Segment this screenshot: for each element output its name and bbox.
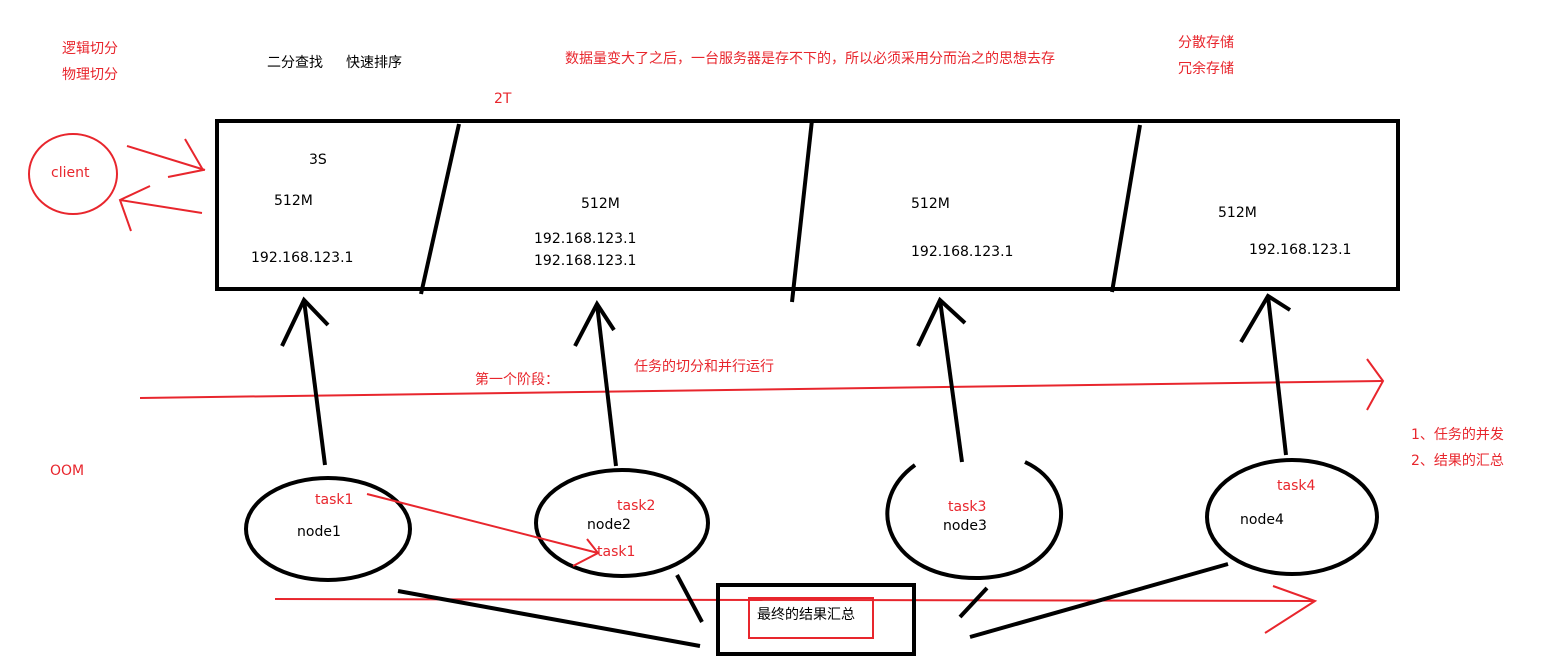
block2-ip-b: 192.168.123.1 xyxy=(534,253,637,269)
block4-ip: 192.168.123.1 xyxy=(1249,242,1352,258)
task-migration-arrow xyxy=(366,493,600,567)
stage-one-desc: 任务的切分和并行运行 xyxy=(634,359,774,375)
stage-one-label: 第一个阶段： xyxy=(475,372,559,388)
physical-split-label: 物理切分 xyxy=(62,67,118,83)
client-label: client xyxy=(51,165,90,181)
redundant-storage-label: 冗余存储 xyxy=(1178,61,1234,77)
node4-task: task4 xyxy=(1277,478,1316,494)
logical-split-label: 逻辑切分 xyxy=(62,41,118,57)
node2-result-line xyxy=(675,574,704,623)
size-2t-label: 2T xyxy=(494,91,512,107)
node2-moved-task: task1 xyxy=(597,544,636,560)
partition-divider-3 xyxy=(1110,124,1142,293)
node2-task: task2 xyxy=(617,498,656,514)
node1-task: task1 xyxy=(315,492,354,508)
client-circle xyxy=(28,133,118,215)
partition-divider-1 xyxy=(419,123,461,295)
oom-label: OOM xyxy=(50,463,85,479)
block1-time: 3S xyxy=(309,152,327,168)
final-result-label-box xyxy=(748,597,874,639)
quick-sort-label: 快速排序 xyxy=(346,55,402,71)
node3-circle xyxy=(885,460,1063,581)
stage-one-arrow xyxy=(139,358,1385,411)
binary-search-label: 二分查找 xyxy=(267,55,323,71)
node3-name: node3 xyxy=(943,518,987,534)
block4-size: 512M xyxy=(1218,205,1257,221)
big-data-note: 数据量变大了之后，一台服务器是存不下的，所以必须采用分而治之的思想去存 xyxy=(565,51,1055,67)
node1-upload-arrow xyxy=(280,296,330,466)
client-request-arrow xyxy=(126,138,206,178)
node1-circle xyxy=(244,476,412,582)
final-result-label: 最终的结果汇总 xyxy=(757,607,855,623)
node4-name: node4 xyxy=(1240,512,1284,528)
node4-circle xyxy=(1205,458,1379,576)
node2-circle xyxy=(534,468,710,578)
client-response-arrow xyxy=(118,185,203,232)
point-task-concurrency: 1、任务的并发 xyxy=(1411,427,1504,443)
block3-ip: 192.168.123.1 xyxy=(911,244,1014,260)
block1-size: 512M xyxy=(274,193,313,209)
distributed-storage-label: 分散存储 xyxy=(1178,35,1234,51)
node2-name: node2 xyxy=(587,517,631,533)
node4-upload-arrow xyxy=(1239,293,1292,456)
block2-ip-a: 192.168.123.1 xyxy=(534,231,637,247)
node2-upload-arrow xyxy=(573,300,618,467)
node1-result-line xyxy=(397,589,701,648)
node3-result-line xyxy=(958,586,989,619)
node3-task: task3 xyxy=(948,499,987,515)
node3-upload-arrow xyxy=(916,296,967,463)
final-result-box xyxy=(716,583,916,656)
point-result-summary: 2、结果的汇总 xyxy=(1411,453,1504,469)
block2-size: 512M xyxy=(581,196,620,212)
node4-result-line xyxy=(969,562,1229,639)
block3-size: 512M xyxy=(911,196,950,212)
storage-box xyxy=(215,119,1400,291)
partition-divider-2 xyxy=(790,119,814,303)
block1-ip: 192.168.123.1 xyxy=(251,250,354,266)
node1-name: node1 xyxy=(297,524,341,540)
